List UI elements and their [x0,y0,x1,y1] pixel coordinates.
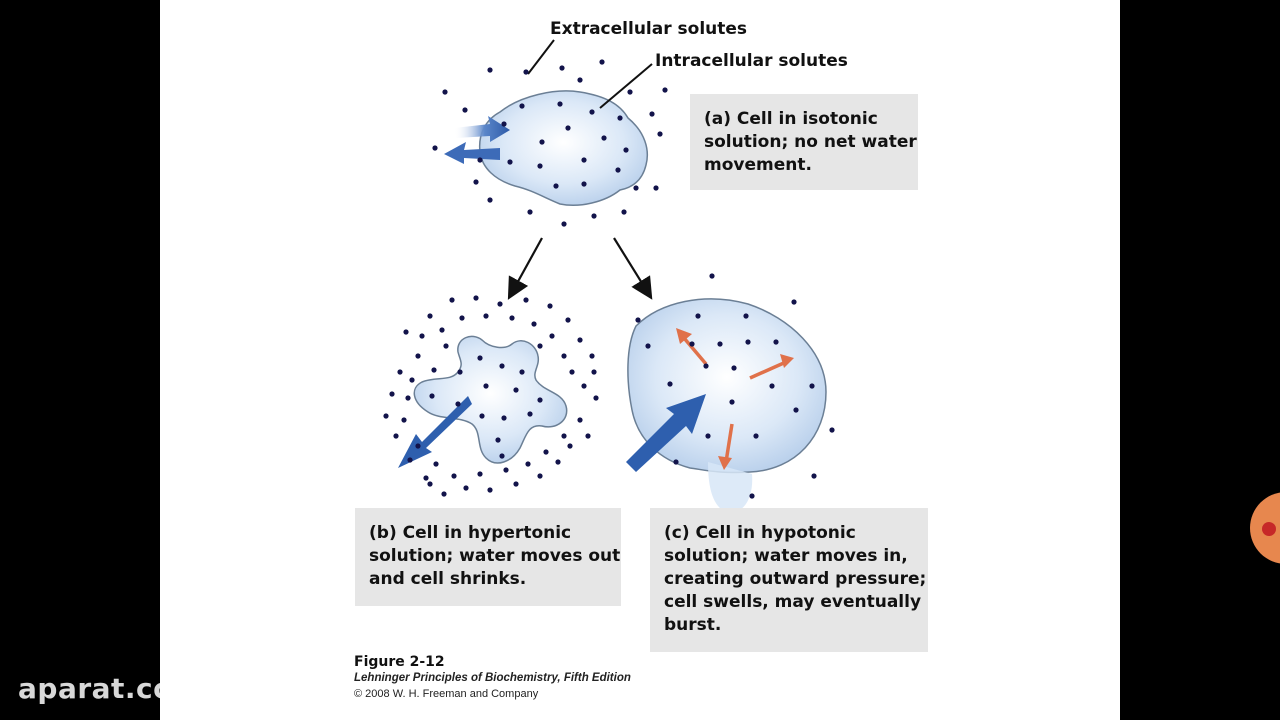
caption-hypotonic: (c) Cell in hypotonic solution; water mo… [650,508,928,652]
pressure-arrows [682,336,787,463]
figure-number: Figure 2-12 [354,654,445,670]
arrow-to-hypertonic [507,237,543,300]
caption-hypertonic: (b) Cell in hypertonic solution; water m… [355,508,621,606]
burst-plume [708,462,753,513]
cell-isotonic [478,90,649,206]
caption-isotonic: (a) Cell in isotonic solution; no net wa… [690,94,918,190]
caption-hypertonic-line-2: solution; water moves out [369,546,621,566]
water-arrow-in-c [626,394,706,472]
figure-copyright: © 2008 W. H. Freeman and Company [354,688,539,700]
slide-page: Extracellular solutes Intracellular solu… [160,0,1120,720]
cell-hypertonic [413,335,568,464]
water-arrow-out-b [398,396,472,468]
caption-isotonic-line-3: movement. [704,155,812,175]
caption-hypertonic-line-3: and cell shrinks. [369,569,527,589]
arrow-to-hypotonic [613,237,653,300]
caption-hypotonic-line-2: solution; water moves in, [664,546,908,566]
caption-hypotonic-line-1: (c) Cell in hypotonic [664,523,856,543]
aparat-watermark: aparat.com [18,672,160,705]
caption-hypotonic-line-4: cell swells, may eventually [664,592,922,612]
leader-extracellular [527,39,555,75]
water-arrow-out-a [444,142,500,164]
leader-intracellular [599,63,653,109]
solute-dots [383,59,835,499]
caption-isotonic-line-2: solution; no net water [704,132,917,152]
recording-indicator-button[interactable] [1250,492,1280,564]
water-arrow-in-a [454,116,510,142]
caption-hypertonic-line-1: (b) Cell in hypertonic [369,523,572,543]
label-intracellular-solutes: Intracellular solutes [655,51,848,71]
caption-isotonic-line-1: (a) Cell in isotonic [704,109,878,129]
recording-indicator-icon [1262,522,1276,536]
pressure-arrowheads [676,328,794,470]
osmosis-diagram [383,39,835,513]
caption-hypotonic-line-5: burst. [664,615,722,635]
figure-book-title: Lehninger Principles of Biochemistry, Fi… [354,672,631,684]
caption-hypotonic-line-3: creating outward pressure; [664,569,927,589]
label-extracellular-solutes: Extracellular solutes [550,19,748,39]
